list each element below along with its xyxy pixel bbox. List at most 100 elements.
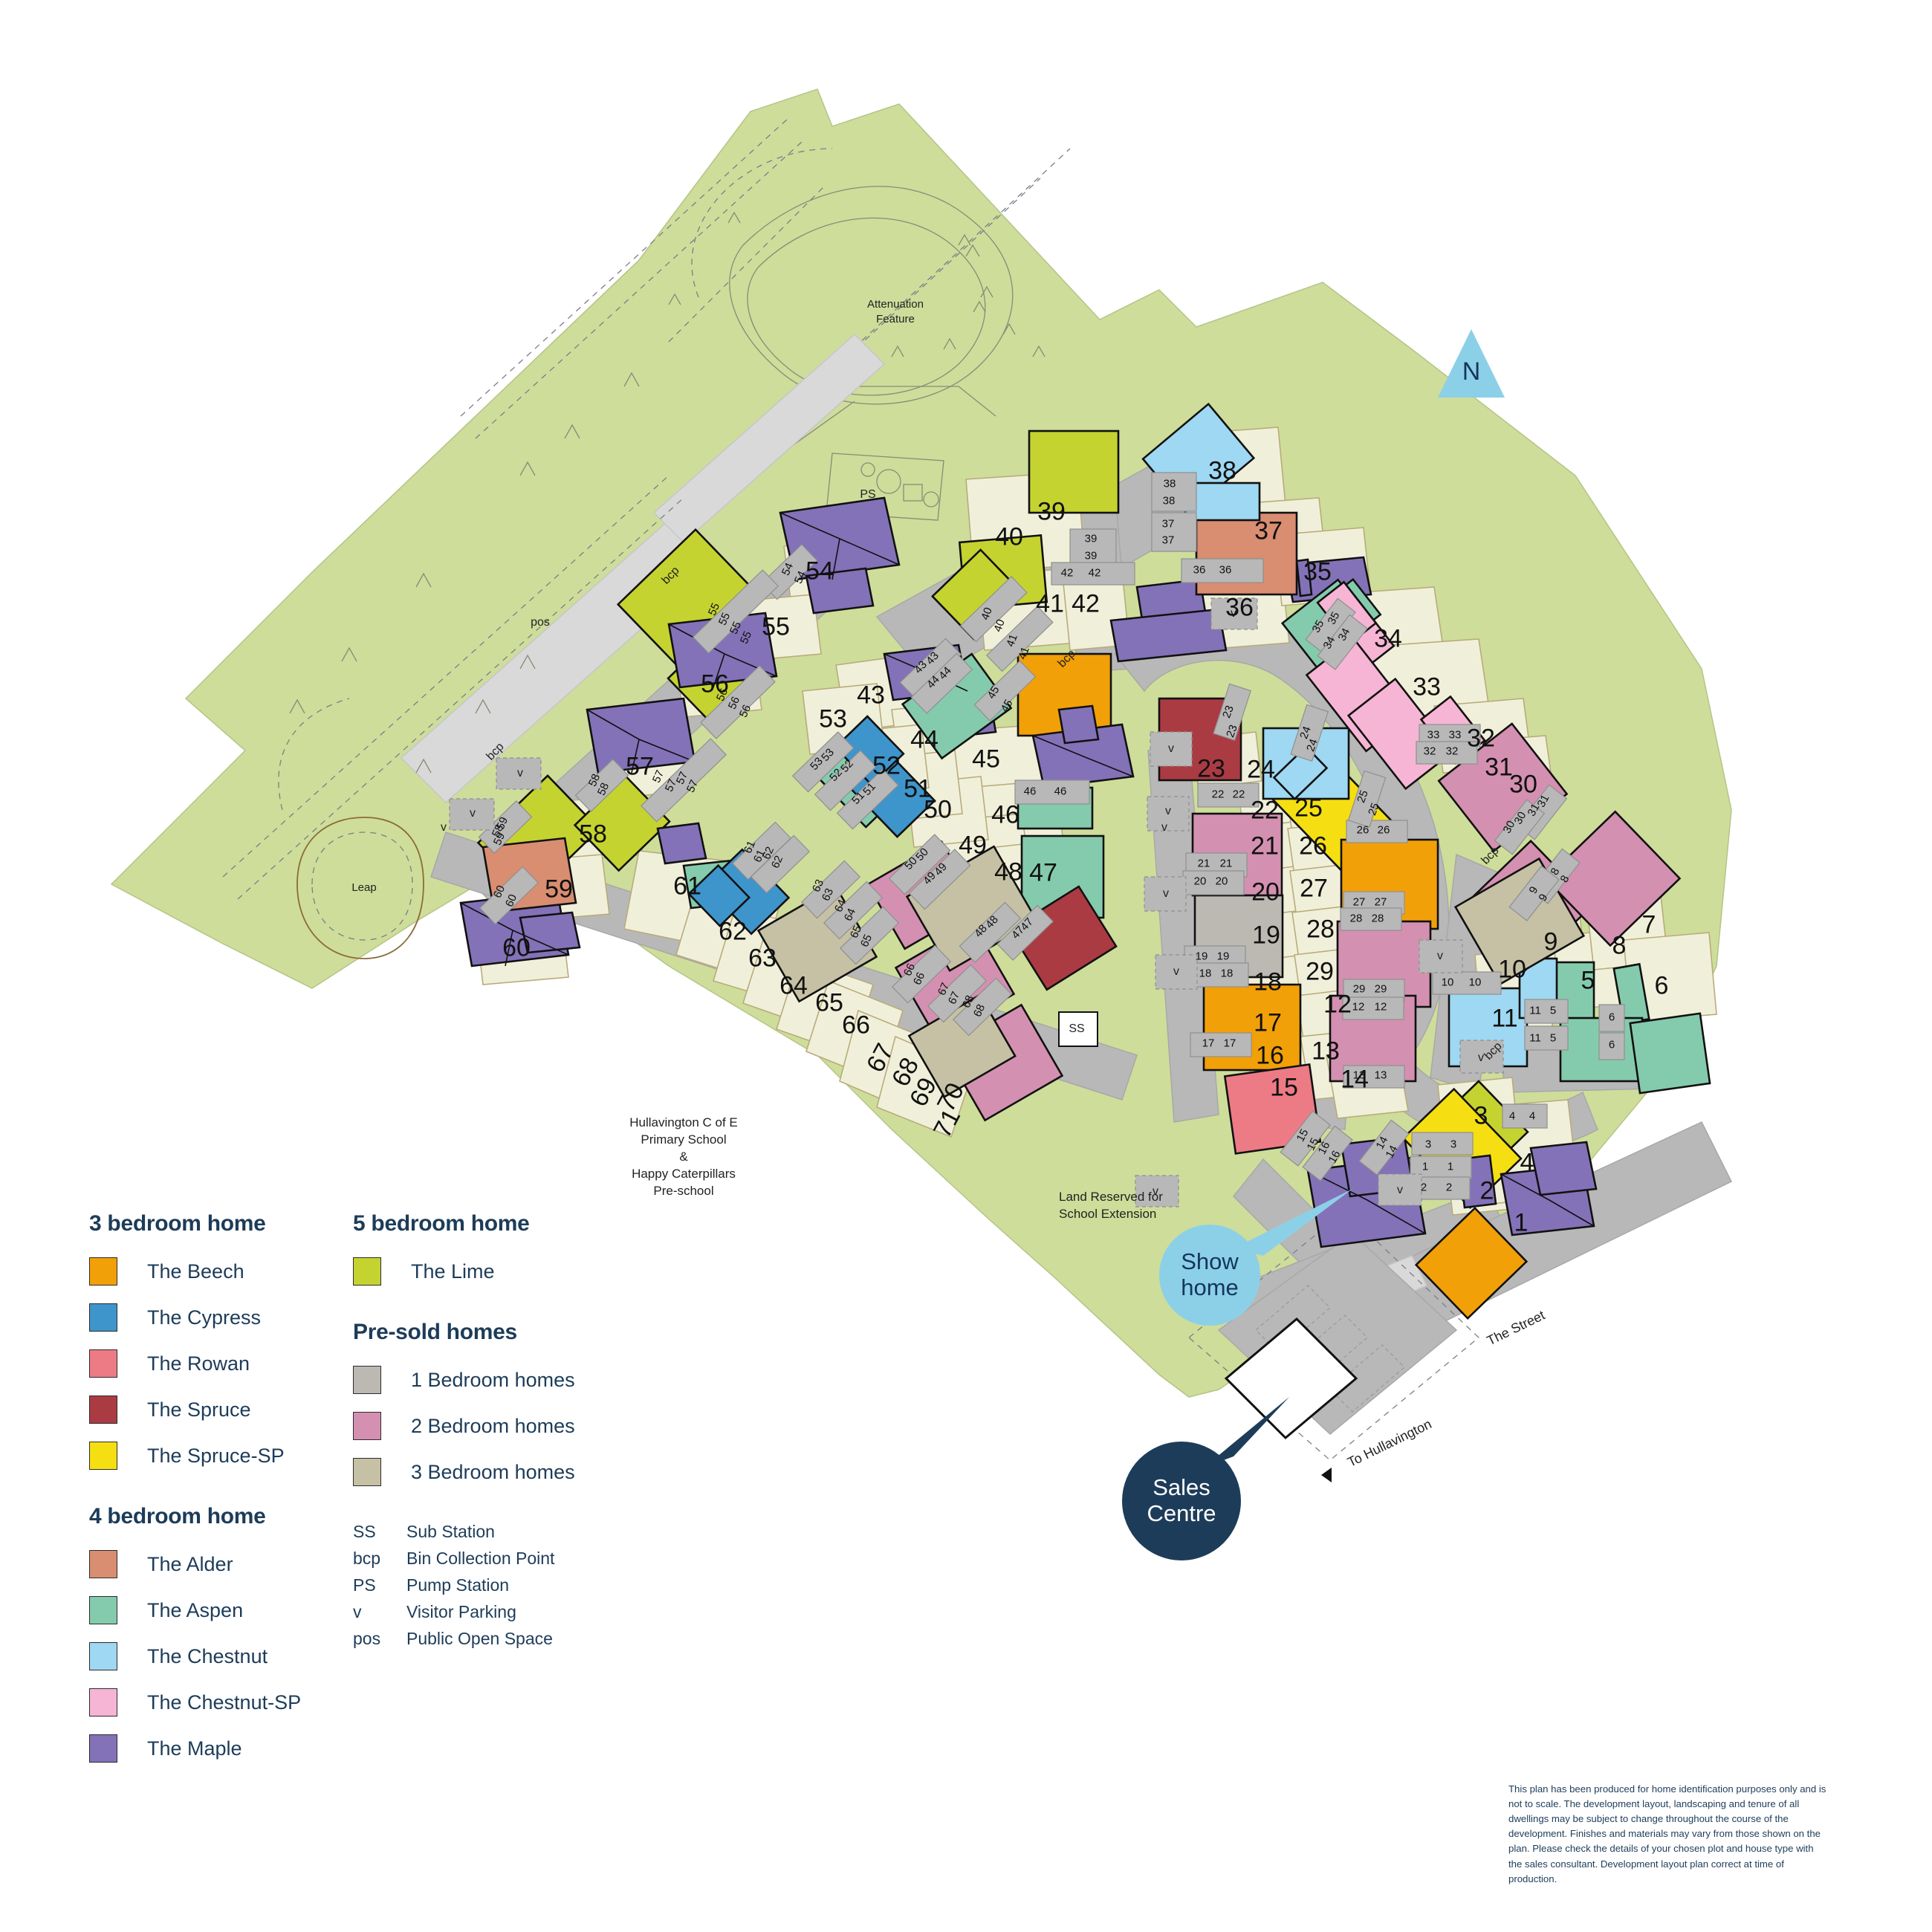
- parking-tag-33-103: 33: [1448, 728, 1462, 742]
- parking-tag-46-34: 46: [1023, 785, 1037, 798]
- legend-label-the-maple: The Maple: [147, 1737, 242, 1760]
- abbrev-row-ps: PS Pump Station: [353, 1575, 650, 1595]
- show-home-pointer: [1234, 1189, 1352, 1256]
- parking-tag-39-6: 39: [1084, 532, 1098, 545]
- legend-item-the-cypress[interactable]: The Cypress: [89, 1302, 357, 1333]
- legend-item-the-alder[interactable]: The Alder: [89, 1549, 357, 1580]
- sales-centre-callout[interactable]: Sales Centre: [1122, 1442, 1241, 1560]
- parking-tag-29-97: 29: [1374, 982, 1387, 996]
- plot-number-21: 21: [1251, 832, 1279, 860]
- legend-item-2-bedroom-homes[interactable]: 2 Bedroom homes: [353, 1410, 650, 1442]
- plot-number-6: 6: [1654, 971, 1669, 1000]
- legend-label-the-lime: The Lime: [411, 1260, 495, 1283]
- parking-tag-3-126: 3: [1424, 1138, 1432, 1151]
- plot-number-66: 66: [842, 1011, 870, 1040]
- plot-number-32: 32: [1467, 724, 1495, 753]
- plot-number-54: 54: [805, 557, 834, 586]
- legend-label-the-spruce: The Spruce: [147, 1398, 251, 1421]
- plot-number-11: 11: [1491, 1004, 1518, 1033]
- swatch-the-rowan: [89, 1349, 117, 1378]
- plot-number-50: 50: [924, 795, 952, 824]
- legend-item-the-chestnut-sp[interactable]: The Chestnut-SP: [89, 1687, 357, 1718]
- swatch-the-chestnut: [89, 1642, 117, 1670]
- plot-number-1: 1: [1514, 1208, 1529, 1237]
- plot-number-8: 8: [1612, 931, 1627, 960]
- plot-number-64: 64: [779, 971, 808, 1000]
- legend-item-the-maple[interactable]: The Maple: [89, 1733, 357, 1764]
- legend-item-the-lime[interactable]: The Lime: [353, 1256, 650, 1287]
- site-marker-v-19: v: [1153, 1185, 1158, 1198]
- abbrev-key-ss: SS: [353, 1522, 376, 1541]
- show-home-callout[interactable]: Show home: [1159, 1225, 1260, 1326]
- parking-tag-11-116: 11: [1529, 1004, 1541, 1017]
- parking-tag-2-131: 2: [1445, 1181, 1453, 1194]
- parking-tag-32-104: 32: [1423, 745, 1436, 758]
- plot-number-49: 49: [959, 831, 987, 860]
- legend-item-the-beech[interactable]: The Beech: [89, 1256, 357, 1287]
- site-marker-v-20: v: [1397, 1184, 1403, 1196]
- site-marker-pos-1: pos: [531, 616, 550, 629]
- legend-item-the-spruce-sp[interactable]: The Spruce-SP: [89, 1440, 357, 1471]
- site-marker-v-8: v: [1168, 742, 1174, 755]
- legend-group-5-bedroom: 5 bedroom home The Lime: [353, 1211, 650, 1287]
- parking-bays: [478, 472, 1625, 1200]
- legend-item-the-chestnut[interactable]: The Chestnut: [89, 1641, 357, 1672]
- swatch-the-maple: [89, 1734, 117, 1763]
- plot-number-15: 15: [1270, 1073, 1298, 1102]
- legend-item-1-bedroom-homes[interactable]: 1 Bedroom homes: [353, 1364, 650, 1395]
- plot-number-41: 41: [1036, 589, 1064, 618]
- parking-tag-37-2: 37: [1161, 517, 1175, 531]
- site-marker-ss-7: SS: [1069, 1022, 1085, 1035]
- plot-number-61: 61: [673, 872, 701, 901]
- plot-number-44: 44: [910, 725, 939, 754]
- plot-number-24: 24: [1247, 755, 1275, 784]
- sales-centre-pointer: [1204, 1397, 1289, 1468]
- legend-item-3-bedroom-homes[interactable]: 3 Bedroom homes: [353, 1456, 650, 1488]
- legend-item-the-rowan[interactable]: The Rowan: [89, 1348, 357, 1379]
- plot-number-53: 53: [819, 704, 847, 733]
- parking-tag-38-1: 38: [1162, 494, 1176, 508]
- plot-number-46: 46: [991, 800, 1020, 829]
- legend-heading-3-bedroom: 3 bedroom home: [89, 1211, 266, 1236]
- parking-tag-4-132: 4: [1508, 1109, 1516, 1123]
- plot-number-62: 62: [719, 917, 747, 946]
- plot-number-33: 33: [1413, 672, 1441, 701]
- plot-number-42: 42: [1072, 589, 1100, 618]
- legend-item-the-spruce[interactable]: The Spruce: [89, 1394, 357, 1425]
- plot-number-47: 47: [1029, 858, 1057, 887]
- parking-tag-3-127: 3: [1450, 1138, 1457, 1151]
- parking-tag-1-128: 1: [1422, 1160, 1429, 1173]
- swatch-the-cypress: [89, 1303, 117, 1332]
- plot-number-28: 28: [1306, 915, 1335, 944]
- plot-number-5: 5: [1581, 966, 1595, 995]
- plot-number-19: 19: [1252, 921, 1280, 950]
- legend-label-3-bedroom-homes: 3 Bedroom homes: [411, 1460, 575, 1483]
- parking-tag-42-9: 42: [1088, 566, 1101, 580]
- parking-tag-28-94: 28: [1349, 912, 1363, 925]
- plot-number-36: 36: [1225, 593, 1254, 622]
- plot-number-27: 27: [1300, 874, 1328, 903]
- site-marker-v-12: v: [1173, 965, 1179, 978]
- legend-label-2-bedroom-homes: 2 Bedroom homes: [411, 1414, 575, 1437]
- direction-arrow: [1321, 1468, 1332, 1482]
- swatch-the-spruce-sp: [89, 1442, 117, 1470]
- parking-tag-17-83: 17: [1223, 1037, 1236, 1050]
- parking-tag-26-91: 26: [1377, 823, 1390, 837]
- plot-number-39: 39: [1037, 497, 1066, 526]
- abbrev-value-ps: Pump Station: [406, 1575, 510, 1595]
- plot-number-48: 48: [994, 858, 1022, 886]
- legend-label-the-chestnut: The Chestnut: [147, 1644, 268, 1667]
- plot-number-52: 52: [872, 751, 901, 780]
- parking-tag-21-75: 21: [1219, 857, 1233, 870]
- plot-number-58: 58: [579, 820, 607, 849]
- site-marker-v-14: v: [1437, 950, 1443, 962]
- plot-number-4: 4: [1520, 1148, 1534, 1177]
- legend-item-the-aspen[interactable]: The Aspen: [89, 1595, 357, 1626]
- parking-tag-32-105: 32: [1445, 745, 1459, 758]
- legend-label-the-aspen: The Aspen: [147, 1598, 244, 1621]
- parking-tag-39-7: 39: [1084, 549, 1098, 563]
- plot-number-26: 26: [1299, 832, 1327, 860]
- parking-tag-18-81: 18: [1220, 967, 1234, 980]
- site-marker-v-4: v: [517, 767, 523, 779]
- plot-number-9: 9: [1543, 927, 1558, 956]
